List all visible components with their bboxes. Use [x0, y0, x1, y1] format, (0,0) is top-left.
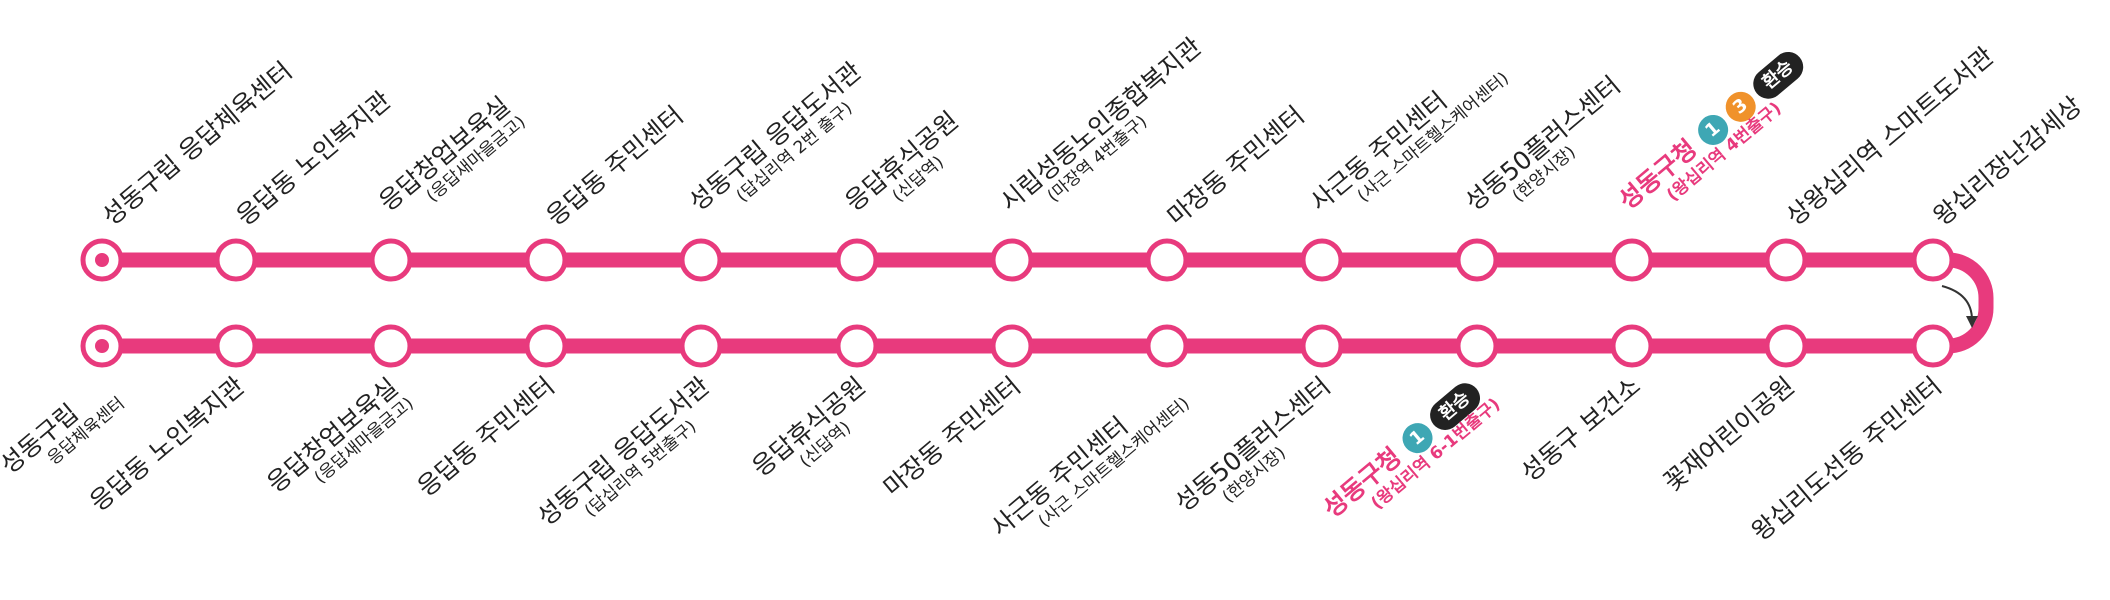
bottom-stop-3[interactable] — [524, 324, 568, 368]
bottom-stop-4[interactable] — [679, 324, 723, 368]
top-stop-12[interactable] — [1911, 238, 1955, 282]
top-stop-6[interactable] — [990, 238, 1034, 282]
bottom-stop-9[interactable] — [1455, 324, 1499, 368]
bottom-stop-6[interactable] — [990, 324, 1034, 368]
bottom-stop-11[interactable] — [1764, 324, 1808, 368]
top-stop-4[interactable] — [679, 238, 723, 282]
top-stop-5[interactable] — [835, 238, 879, 282]
top-stop-11[interactable] — [1764, 238, 1808, 282]
top-stop-2[interactable] — [369, 238, 413, 282]
terminus-dot-icon — [95, 253, 109, 267]
bottom-stop-12[interactable] — [1911, 324, 1955, 368]
top-stop-8[interactable] — [1300, 238, 1344, 282]
top-stop-9[interactable] — [1455, 238, 1499, 282]
bottom-stop-8[interactable] — [1300, 324, 1344, 368]
top-stop-1[interactable] — [214, 238, 258, 282]
top-stop-10[interactable] — [1610, 238, 1654, 282]
direction-arrowhead-icon — [1966, 316, 1978, 328]
top-stop-7[interactable] — [1145, 238, 1189, 282]
top-stop-3[interactable] — [524, 238, 568, 282]
bottom-stop-1[interactable] — [214, 324, 258, 368]
bottom-stop-10[interactable] — [1610, 324, 1654, 368]
bottom-stop-5[interactable] — [835, 324, 879, 368]
bottom-stop-2[interactable] — [369, 324, 413, 368]
terminus-dot-icon — [95, 339, 109, 353]
direction-arrow-icon — [1941, 285, 1973, 321]
route-line — [94, 252, 1994, 354]
bottom-stop-7[interactable] — [1145, 324, 1189, 368]
